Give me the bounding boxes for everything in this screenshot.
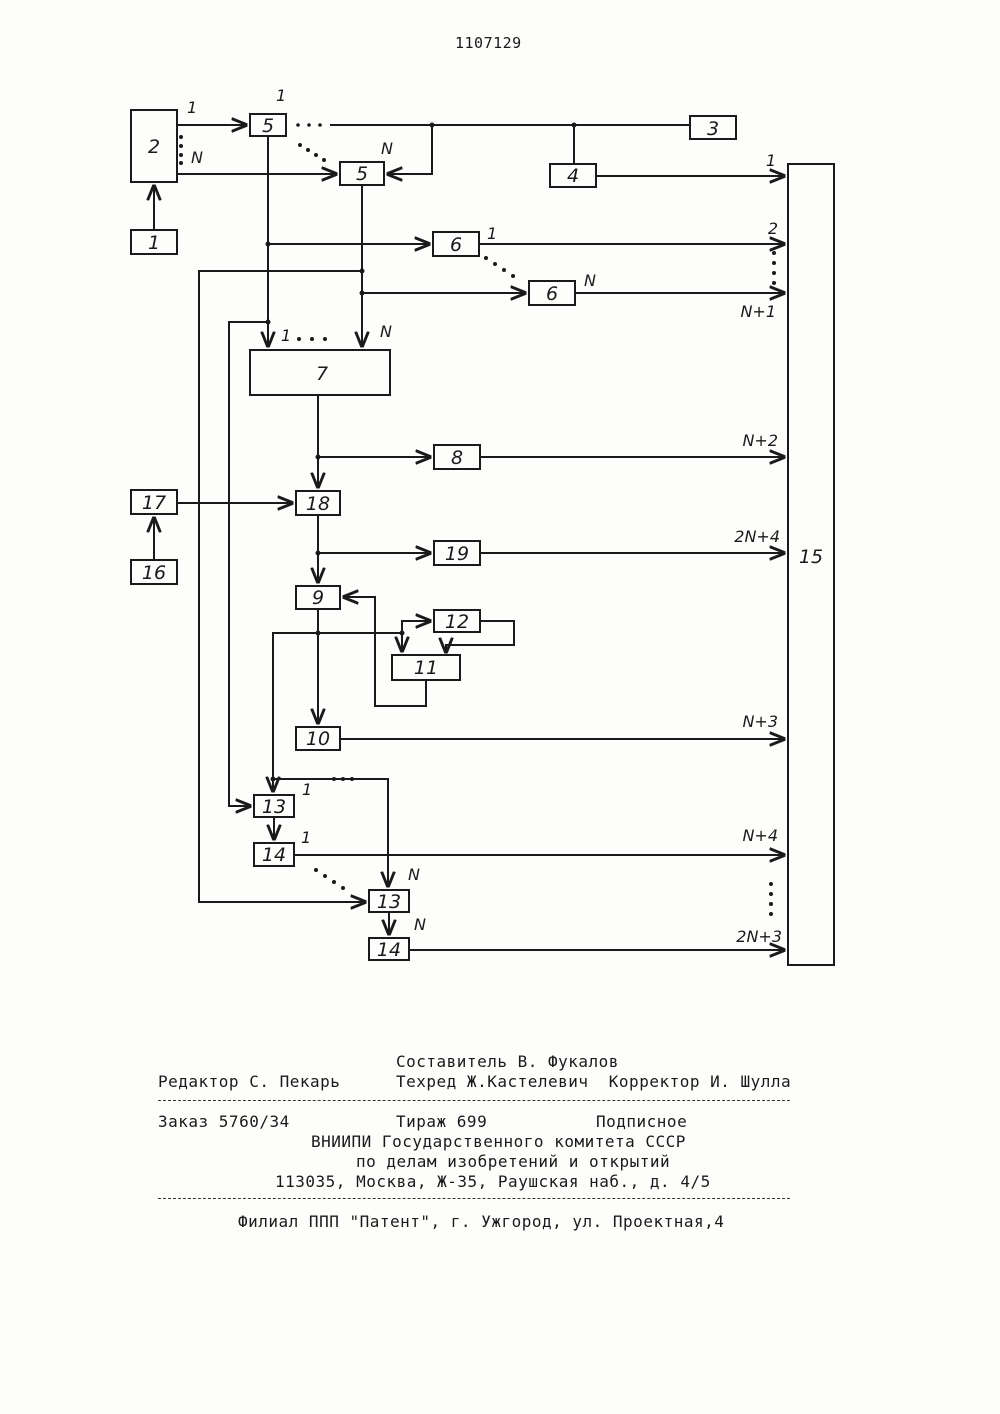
in7-n-label: N — [380, 322, 392, 341]
input15-n3: N+3 — [742, 712, 778, 731]
editor-line: Редактор С. Пекарь — [158, 1072, 340, 1091]
input15-2: 2 — [768, 219, 778, 238]
input15-n2: N+2 — [742, 431, 778, 450]
input15-n4: N+4 — [742, 826, 778, 845]
out2-1-label: 1 — [187, 98, 197, 117]
block-11-label: 11 — [414, 657, 438, 679]
in13-1-label: 1 — [302, 780, 312, 799]
block-15-label: 15 — [799, 546, 823, 568]
block-4-label: 4 — [567, 165, 579, 187]
block-13-first-label: 13 — [262, 796, 286, 818]
block-14-first-label: 14 — [262, 844, 286, 866]
block-9-label: 9 — [312, 587, 324, 609]
block-13-nth-label: 13 — [377, 891, 401, 913]
block-19-label: 19 — [445, 543, 469, 565]
block-6-first-label: 6 — [450, 234, 462, 256]
block-3-label: 3 — [707, 118, 719, 140]
input15-n1: N+1 — [740, 302, 776, 321]
input15-2n4: 2N+4 — [734, 527, 780, 546]
block-2-label: 2 — [148, 136, 160, 158]
block-6-nth-label: 6 — [546, 283, 558, 305]
divider-2 — [158, 1198, 790, 1199]
divider-1 — [158, 1100, 790, 1101]
branch-line: Филиал ППП "Патент", г. Ужгород, ул. Про… — [238, 1212, 724, 1231]
circulation-line: Тираж 699 — [396, 1112, 487, 1131]
block-18-label: 18 — [306, 493, 330, 515]
input15-1: 1 — [766, 151, 776, 170]
compiler-line: Составитель В. Фукалов — [396, 1052, 619, 1071]
in13-n-label: N — [408, 865, 420, 884]
org-line-1: ВНИИПИ Государственного комитета СССР — [311, 1132, 686, 1151]
input15-2n3: 2N+3 — [736, 927, 782, 946]
subscription-line: Подписное — [596, 1112, 687, 1131]
out2-n-label: N — [191, 148, 203, 167]
block-10-label: 10 — [306, 728, 330, 750]
techred-corrector-line: Техред Ж.Кастелевич Корректор И. Шулла — [396, 1072, 791, 1091]
block-16-label: 16 — [142, 562, 166, 584]
in5-n-label: N — [381, 139, 393, 158]
order-line: Заказ 5760/34 — [158, 1112, 290, 1131]
address-line: 113035, Москва, Ж-35, Раушская наб., д. … — [275, 1172, 711, 1191]
in5-1-label: 1 — [276, 86, 286, 105]
block-5-first-label: 5 — [262, 115, 274, 137]
block-12-label: 12 — [445, 611, 469, 633]
org-line-2: по делам изобретений и открытий — [356, 1152, 670, 1171]
block-1-label: 1 — [148, 232, 160, 254]
out14-n-label: N — [414, 915, 426, 934]
block-14-nth-label: 14 — [377, 939, 401, 961]
block-17-label: 17 — [142, 492, 166, 514]
block-diagram: 2 1 5 5 3 4 6 6 7 8 17 18 16 19 9 12 11 … — [0, 0, 1000, 1020]
out6-1-label: 1 — [487, 224, 497, 243]
block-7-label: 7 — [316, 363, 328, 385]
out6-n-label: N — [584, 271, 596, 290]
in7-1-label: 1 — [281, 326, 291, 345]
block-5-nth-label: 5 — [356, 163, 368, 185]
block-8-label: 8 — [451, 447, 463, 469]
out14-1-label: 1 — [301, 828, 311, 847]
